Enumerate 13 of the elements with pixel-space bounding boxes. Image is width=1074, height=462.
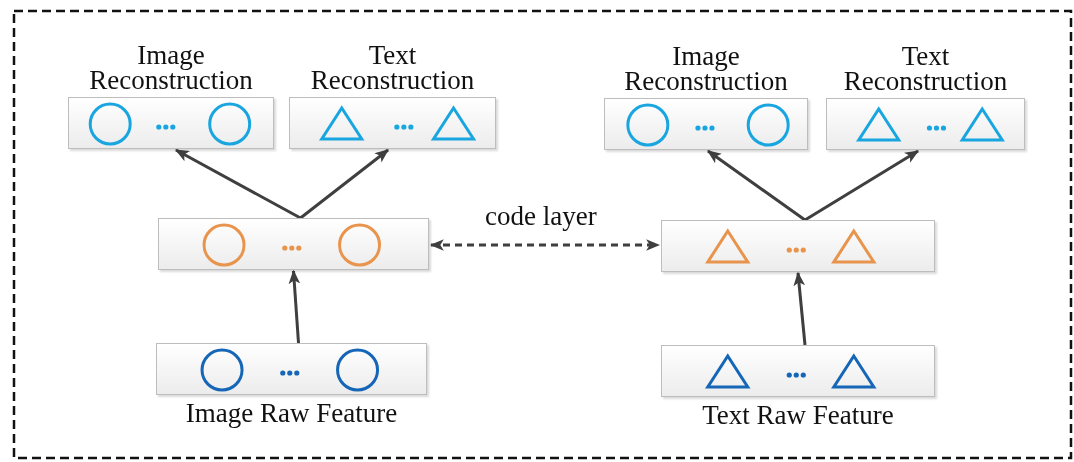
layer-title: Text Raw Feature <box>701 403 895 428</box>
layer-title: Image Reconstruction <box>88 43 254 93</box>
arrow <box>707 149 806 222</box>
arrow <box>804 149 919 222</box>
arrow <box>299 148 389 220</box>
layer-title: Text Reconstruction <box>309 43 476 93</box>
layer-title: Image Raw Feature <box>184 401 399 426</box>
layer-title: Text Reconstruction <box>842 44 1009 94</box>
layer-title: Image Reconstruction <box>623 44 789 94</box>
arrow <box>288 269 301 344</box>
dashed-arrow <box>429 239 661 251</box>
arrow <box>793 271 807 346</box>
arrow <box>175 148 302 220</box>
